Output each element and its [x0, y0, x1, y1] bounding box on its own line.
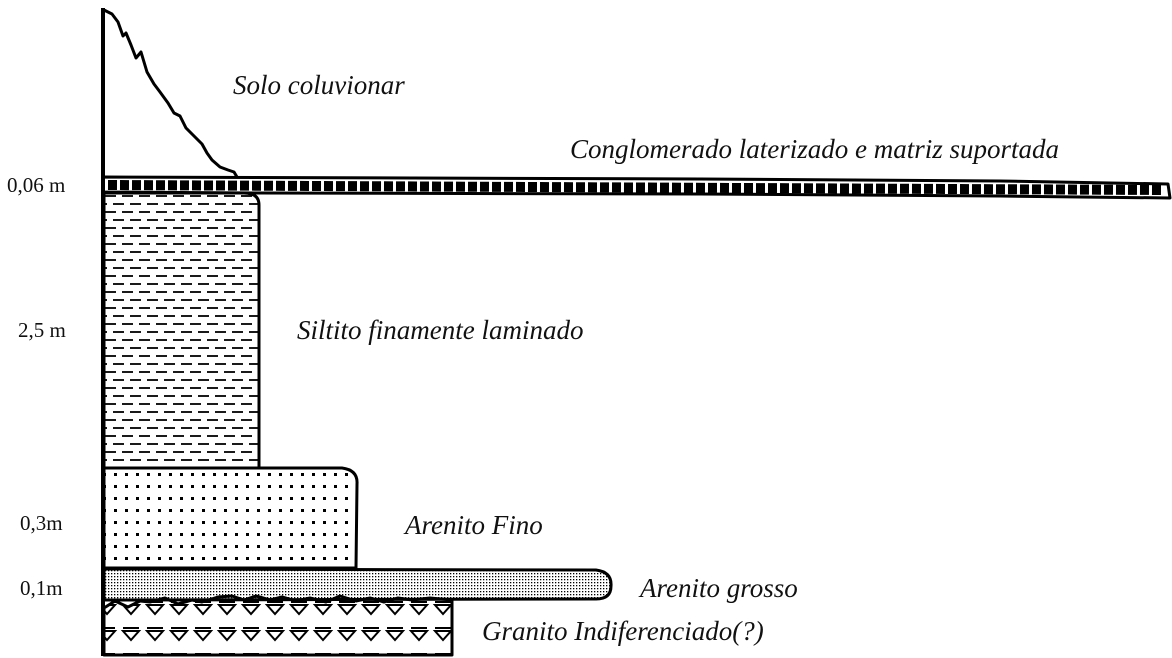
thickness-siltito: 2,5 m — [18, 318, 66, 342]
solo-coluvionar-slope — [103, 8, 239, 178]
siltito-layer — [102, 191, 261, 470]
label-conglomerado: Conglomerado laterizado e matriz suporta… — [570, 134, 1060, 164]
label-granito: Granito Indiferenciado(?) — [482, 616, 764, 646]
conglomerado-pebbles — [107, 180, 1165, 195]
thickness-arenito-fino: 0,3m — [20, 511, 63, 535]
thickness-conglomerado: 0,06 m — [7, 173, 66, 197]
label-arenito-grosso: Arenito grosso — [640, 573, 798, 603]
arenito-fino-layer — [102, 466, 359, 570]
label-solo-coluvionar: Solo coluvionar — [233, 70, 405, 100]
thickness-arenito-grosso: 0,1m — [20, 576, 63, 600]
label-arenito-fino: Arenito Fino — [405, 510, 543, 540]
label-siltito: Siltito finamente laminado — [297, 315, 584, 345]
arenito-grosso-layer — [102, 567, 613, 602]
granito-layer — [102, 594, 454, 657]
